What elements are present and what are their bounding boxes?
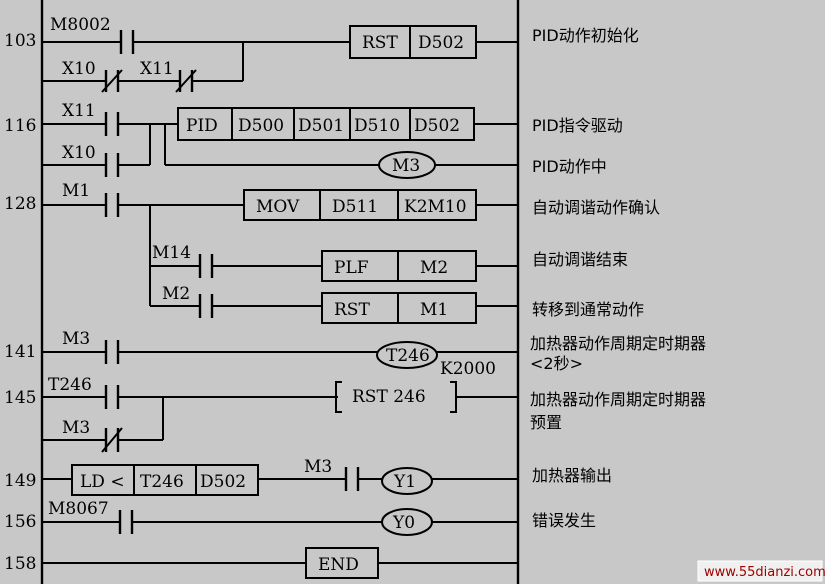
contact-label: M3 [304, 457, 332, 477]
rung-comment: PID动作中 [532, 157, 607, 176]
timer-constant: K2000 [440, 359, 496, 379]
comments: PID动作初始化 PID指令驱动 PID动作中 自动调谐动作确认 自动调谐结束 … [530, 26, 706, 530]
instruction-arg: M1 [420, 300, 448, 320]
contact-label: T246 [48, 375, 92, 395]
rung-comment: 自动调谐结束 [532, 250, 628, 269]
instruction-arg: D500 [238, 116, 284, 136]
instruction-op: RST 246 [352, 387, 426, 407]
instruction-arg: D502 [418, 33, 464, 53]
contact-label: M14 [152, 243, 191, 263]
step-number: 128 [4, 194, 36, 214]
coil [381, 467, 433, 495]
contact-label: M1 [62, 181, 90, 201]
instruction-arg: D502 [414, 116, 460, 136]
instruction-op: RST [334, 300, 370, 320]
contact-label: M8002 [50, 15, 111, 35]
instruction-arg: D501 [298, 116, 344, 136]
step-number: 103 [4, 31, 36, 51]
instruction-arg: D511 [332, 197, 378, 217]
end-box [305, 547, 379, 579]
coil-label: Y0 [392, 513, 415, 533]
instruction-arg: T246 [140, 472, 184, 492]
rung-comment: PID动作初始化 [532, 26, 639, 45]
watermark-text: www.55dianzi.com [704, 565, 825, 580]
instruction-box [243, 189, 477, 221]
step-number: 141 [4, 342, 36, 362]
rung-comment: 加热器动作周期定时期器 [530, 334, 706, 353]
step-number: 116 [4, 116, 36, 136]
coil-label: T246 [386, 346, 430, 366]
coil-label: Y1 [393, 472, 416, 492]
rung-comment: <2秒> [530, 354, 583, 373]
instruction-op: RST [362, 33, 398, 53]
contact-label: M8067 [48, 499, 109, 519]
contact-label: X10 [62, 59, 96, 79]
instruction-op: PLF [334, 258, 369, 278]
rung-comment: 加热器动作周期定时期器 [530, 390, 706, 409]
step-number: 156 [4, 512, 36, 532]
contact-label: X10 [62, 143, 96, 163]
contact-label: M2 [162, 284, 190, 304]
rung-103: M8002 X10 X11 RST D502 [42, 15, 518, 93]
instruction-arg: D510 [354, 116, 400, 136]
instruction-op: PID [186, 116, 218, 136]
instruction-op: MOV [256, 197, 300, 217]
instruction-arg: K2M10 [404, 197, 467, 217]
rung-comment: PID指令驱动 [532, 116, 623, 135]
instruction-op: LD < [80, 472, 125, 492]
contact-label: M3 [62, 329, 90, 349]
instruction-arg: M2 [420, 258, 448, 278]
rung-128: M1 MOV D511 K2M10 M14 PLF M2 M2 RST M1 [42, 181, 518, 324]
instruction-arg: D502 [200, 472, 246, 492]
step-number: 149 [4, 471, 36, 491]
rung-comment: 错误发生 [532, 511, 596, 530]
coil [376, 341, 438, 369]
step-number: 158 [4, 554, 36, 574]
rung-145: T246 M3 RST 246 [42, 375, 518, 453]
coil-label: M3 [392, 156, 420, 176]
instruction-op: END [318, 555, 359, 575]
contact-label: X11 [62, 101, 96, 121]
rung-comment: 转移到通常动作 [532, 300, 644, 319]
step-number: 145 [4, 388, 36, 408]
rung-158: END [42, 547, 518, 579]
instruction-box [349, 25, 477, 59]
contact-label: X11 [140, 59, 174, 79]
rung-149: LD < T246 D502 M3 Y1 [42, 457, 518, 496]
rung-comment: 加热器输出 [532, 466, 612, 485]
rung-141: M3 T246 K2000 [42, 329, 518, 379]
watermark-bg [697, 560, 823, 582]
rung-comment: 预置 [530, 413, 562, 432]
rung-156: M8067 Y0 [42, 499, 518, 536]
rung-comment: 自动调谐动作确认 [532, 198, 660, 217]
contact-label: M3 [62, 418, 90, 438]
rung-116: X11 X10 PID D500 D501 D510 D502 M3 [42, 101, 518, 179]
